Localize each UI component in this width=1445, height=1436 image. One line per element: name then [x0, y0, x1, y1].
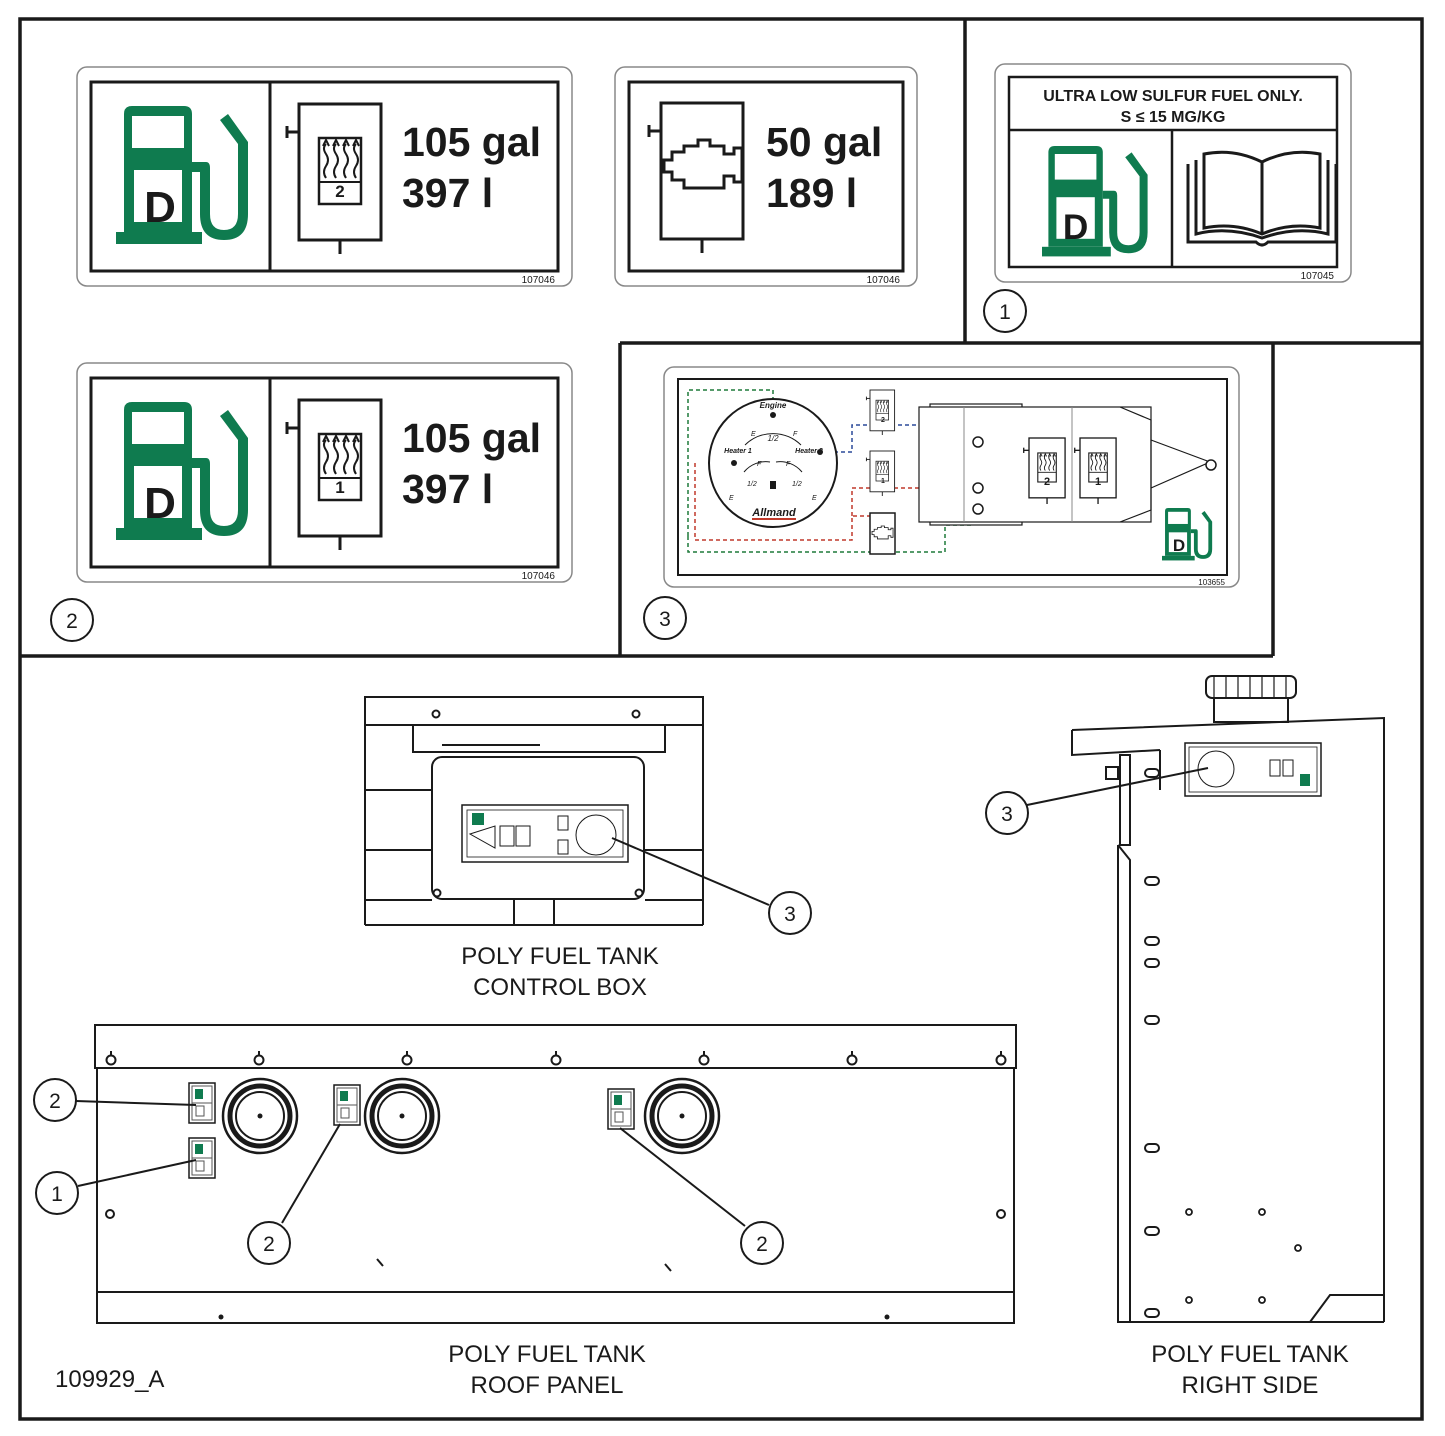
sulfur-warning-line1: ULTRA LOW SULFUR FUEL ONLY.	[1043, 88, 1303, 105]
svg-text:1/2: 1/2	[747, 481, 757, 488]
roof-panel-title-line2: ROOF PANEL	[471, 1372, 624, 1399]
part-number: 107046	[522, 571, 556, 582]
part-number: 107046	[522, 275, 556, 286]
callout-2-roof-b: 2	[247, 1221, 291, 1265]
callout-1-roof: 1	[35, 1171, 79, 1215]
drawing-number: 109929_A	[55, 1366, 164, 1393]
svg-text:3: 3	[659, 608, 671, 631]
svg-text:2: 2	[1044, 476, 1050, 488]
callout-3-top: 3	[643, 596, 687, 640]
svg-text:E: E	[751, 431, 756, 438]
right-side-title-line1: POLY FUEL TANK	[1151, 1341, 1348, 1368]
svg-text:1: 1	[1095, 476, 1101, 488]
heater-number: 2	[335, 182, 344, 201]
capacity-gallons: 50 gal	[766, 119, 882, 165]
part-number: 107045	[1301, 271, 1335, 282]
roof-panel-view	[94, 1024, 1017, 1324]
part-number: 103655	[1198, 578, 1225, 587]
filler-cap	[365, 1079, 439, 1153]
svg-text:2: 2	[66, 610, 78, 633]
manual-book-icon	[1186, 150, 1338, 247]
control-box-view	[364, 696, 704, 926]
svg-text:Engine: Engine	[760, 401, 787, 410]
decal-heater-1-capacity: D 1 105 gal 397 l 107046	[76, 362, 573, 583]
svg-text:1: 1	[51, 1183, 63, 1206]
svg-text:2: 2	[881, 417, 885, 424]
callout-1-top: 1	[983, 289, 1027, 333]
svg-text:1: 1	[999, 301, 1011, 324]
diesel-letter: D	[144, 479, 176, 528]
decal-fuel-gauge-schematic: Engine Heater 1 Heater 2 1/2 E F F F 1/2…	[663, 366, 1240, 588]
svg-text:D: D	[1173, 536, 1185, 555]
capacity-gallons: 105 gal	[402, 415, 541, 461]
capacity-gallons: 105 gal	[402, 119, 541, 165]
svg-text:Heater 2: Heater 2	[795, 448, 823, 455]
svg-text:1/2: 1/2	[792, 481, 802, 488]
filler-cap	[223, 1079, 297, 1153]
svg-text:1/2: 1/2	[767, 434, 779, 443]
svg-text:3: 3	[784, 903, 796, 926]
svg-text:F: F	[786, 461, 791, 468]
right-side-view	[1071, 675, 1385, 1323]
callout-2-top: 2	[50, 598, 94, 642]
callout-2-roof-a: 2	[33, 1078, 77, 1122]
capacity-liters: 189 l	[766, 170, 857, 216]
callout-2-roof-c: 2	[740, 1221, 784, 1265]
svg-text:F: F	[793, 431, 798, 438]
decal-heater-2-capacity: D 2 105 gal 397 l 107046	[76, 66, 573, 287]
decal-ultra-low-sulfur: ULTRA LOW SULFUR FUEL ONLY. S ≤ 15 MG/KG…	[994, 63, 1352, 283]
callout-3-control-box: 3	[768, 891, 812, 935]
callout-3-right-side: 3	[985, 791, 1029, 835]
capacity-liters: 397 l	[402, 170, 493, 216]
heater-tank-icon	[285, 102, 383, 256]
svg-text:E: E	[729, 495, 734, 502]
heater-tank-icon	[285, 398, 383, 552]
panel-frames	[18, 17, 1424, 1421]
control-box-title-line2: CONTROL BOX	[473, 974, 647, 1001]
sulfur-warning-line2: S ≤ 15 MG/KG	[1121, 109, 1226, 126]
svg-text:3: 3	[1001, 803, 1013, 826]
filler-cap	[645, 1079, 719, 1153]
decal-engine-capacity: 50 gal 189 l 107046	[614, 66, 918, 287]
svg-text:F: F	[757, 461, 762, 468]
heater-number: 1	[335, 478, 344, 497]
capacity-liters: 397 l	[402, 466, 493, 512]
brand-logo: Allmand	[751, 507, 796, 519]
part-number: 107046	[867, 275, 901, 286]
svg-text:E: E	[812, 495, 817, 502]
right-side-title-line2: RIGHT SIDE	[1182, 1372, 1319, 1399]
svg-text:2: 2	[756, 1233, 768, 1256]
svg-text:Heater 1: Heater 1	[724, 448, 752, 455]
svg-text:2: 2	[263, 1233, 275, 1256]
svg-text:1: 1	[881, 478, 885, 485]
svg-text:2: 2	[49, 1090, 61, 1113]
roof-panel-title-line1: POLY FUEL TANK	[448, 1341, 645, 1368]
control-box-title-line1: POLY FUEL TANK	[461, 943, 658, 970]
right-side-slots	[1144, 768, 1160, 1318]
diesel-letter: D	[1063, 208, 1088, 247]
diesel-letter: D	[144, 183, 176, 232]
